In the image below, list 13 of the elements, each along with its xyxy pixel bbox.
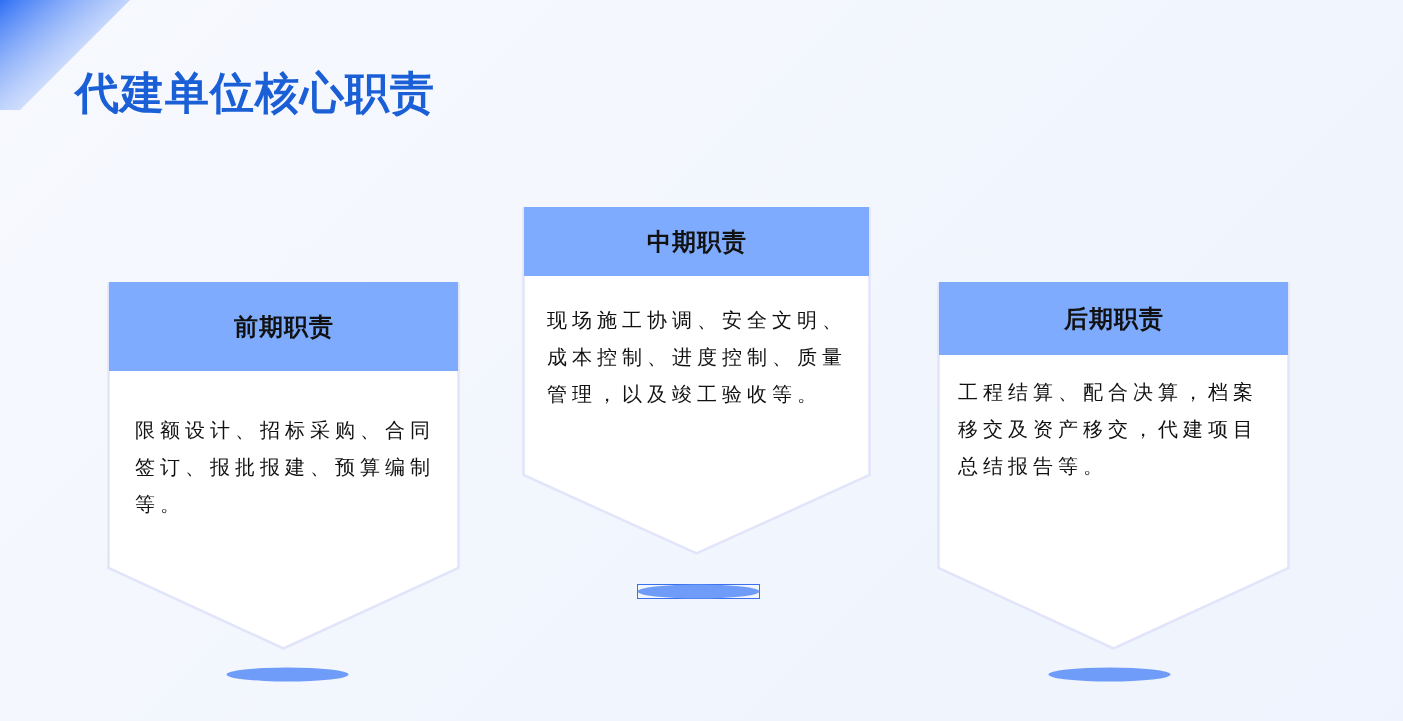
card-heading: 后期职责 xyxy=(1063,304,1164,334)
ellipse-pedestal xyxy=(637,584,760,599)
ellipse-pedestal xyxy=(226,667,349,682)
pentagon-card xyxy=(107,282,460,650)
card-body-text: 现场施工协调、安全文明、成本控制、进度控制、质量管理，以及竣工验收等。 xyxy=(547,308,848,407)
card-heading: 中期职责 xyxy=(646,227,747,257)
pentagon-card xyxy=(522,207,871,555)
card-body-text: 工程结算、配合决算，档案移交及资产移交，代建项目总结报告等。 xyxy=(958,380,1259,479)
ellipse-pedestal xyxy=(1048,667,1171,682)
page-title: 代建单位核心职责 xyxy=(75,66,435,120)
pentagon-card xyxy=(937,282,1290,650)
card-heading: 前期职责 xyxy=(233,312,334,342)
card-body-text: 限额设计、招标采购、合同签订、报批报建、预算编制等。 xyxy=(135,418,436,517)
